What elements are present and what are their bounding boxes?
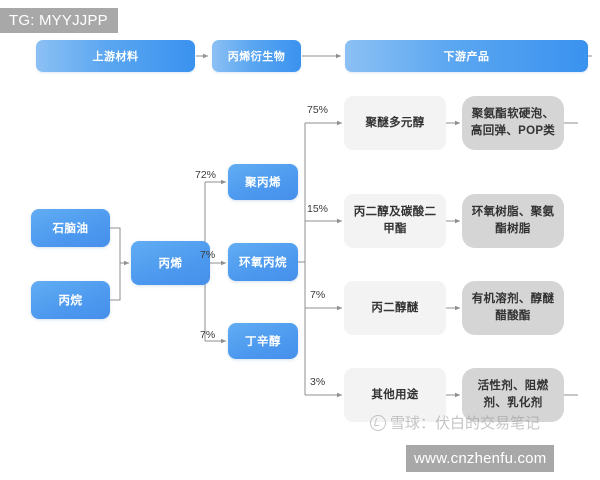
- wire-naphtha-to-propylene: [110, 227, 121, 263]
- watermark-xueqiu-text: 雪球：伏白的交易笔记: [390, 415, 541, 432]
- node-downstream-surfactant: 活性剂、阻燃剂、乳化剂: [462, 368, 564, 422]
- node-propylene: 丙烯: [131, 241, 210, 285]
- pct-label-propylene-glycol-ether: 7%: [310, 289, 326, 301]
- watermark-telegram: TG: MYYJJPP: [0, 8, 118, 33]
- xueqiu-logo-icon: [370, 414, 386, 431]
- header-bar-derivatives: 丙烯衍生物: [212, 40, 301, 72]
- pct-label-propylene-glycol-dmc: 15%: [307, 203, 329, 215]
- node-downstream-organic-solvent: 有机溶剂、醇醚醋酸酯: [462, 281, 564, 335]
- node-naphtha: 石脑油: [31, 209, 110, 247]
- header-bar-upstream: 上游材料: [36, 40, 195, 72]
- node-propane: 丙烷: [31, 281, 110, 319]
- node-octanol: 丁辛醇: [228, 323, 298, 359]
- pct-label-other-uses: 3%: [310, 376, 326, 388]
- wire-po-trunk-up: [298, 123, 306, 263]
- node-propylene-oxide: 环氧丙烷: [228, 243, 298, 281]
- pct-label-octanol: 7%: [200, 329, 216, 341]
- node-polyether-polyol: 聚醚多元醇: [344, 96, 446, 150]
- node-polypropylene: 聚丙烯: [228, 164, 298, 200]
- pct-label-polyether-polyol: 75%: [307, 104, 329, 116]
- header-bar-downstream: 下游产品: [345, 40, 588, 72]
- node-downstream-polyurethane-foam: 聚氨酯软硬泡、高回弹、POP类: [462, 96, 564, 150]
- node-propylene-glycol-ether: 丙二醇醚: [344, 281, 446, 335]
- node-propylene-glycol-dmc: 丙二醇及碳酸二甲酯: [344, 194, 446, 248]
- watermark-website: www.cnzhenfu.com: [406, 445, 555, 472]
- pct-label-propylene-oxide: 7%: [200, 249, 216, 261]
- pct-label-polypropylene: 72%: [195, 169, 217, 181]
- wire-propane-to-propylene: [110, 263, 121, 301]
- watermark-xueqiu: 雪球：伏白的交易笔记: [370, 412, 540, 433]
- node-downstream-epoxy-resin: 环氧树脂、聚氨酯树脂: [462, 194, 564, 248]
- node-other-uses: 其他用途: [344, 368, 446, 422]
